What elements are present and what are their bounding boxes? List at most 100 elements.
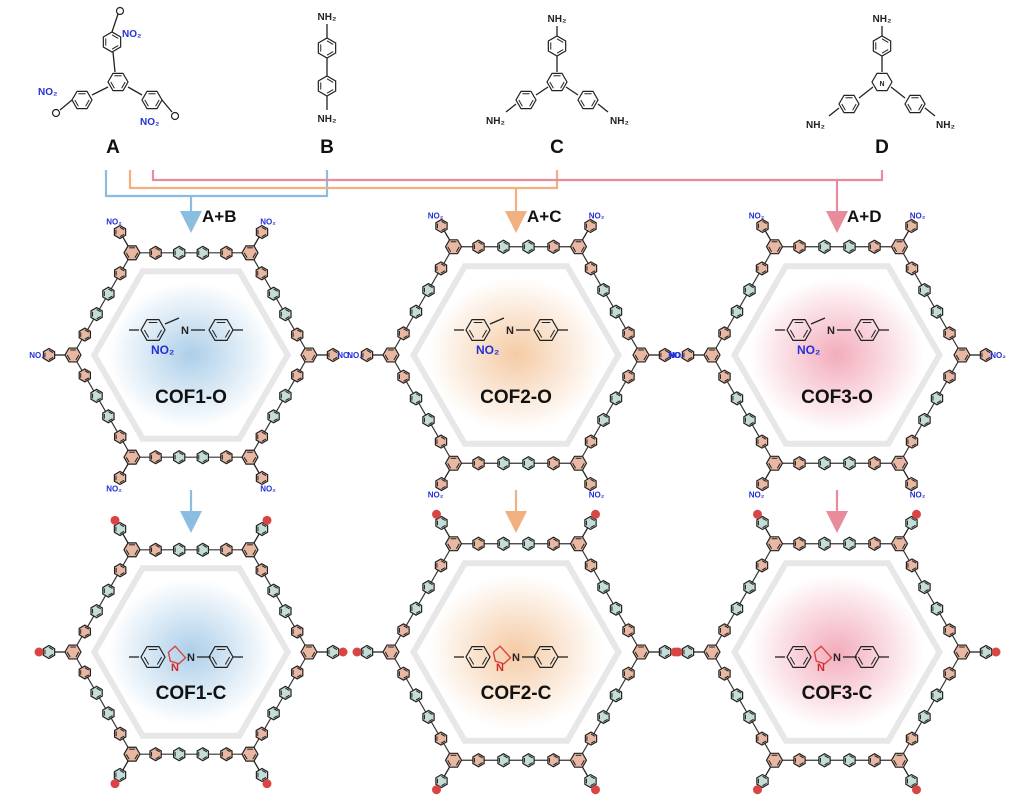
linker-ring xyxy=(597,412,610,428)
fragment-n-label: N xyxy=(817,662,825,674)
framework-no2-label: NO₂ xyxy=(749,490,765,499)
linker-ring xyxy=(172,245,186,261)
linker-ring xyxy=(434,558,448,573)
reaction-connectors xyxy=(104,170,884,233)
bond xyxy=(828,107,840,117)
fragment-no2-label: NO₂ xyxy=(476,343,499,357)
connector-a-d xyxy=(151,170,884,182)
indazole-ring xyxy=(432,509,441,519)
linker-ring xyxy=(718,666,731,681)
linker-ring xyxy=(609,391,623,406)
framework-no2-label: NO₂ xyxy=(589,212,605,221)
node-ring xyxy=(569,455,588,471)
node-ring xyxy=(241,746,259,762)
node-ring xyxy=(765,752,784,768)
indazole-ring xyxy=(673,647,683,657)
node-arm-ring xyxy=(326,347,340,363)
repeat-unit-fragment: NN xyxy=(454,645,568,674)
node-arm-ring xyxy=(42,644,56,660)
linker-ring xyxy=(609,688,623,703)
linker-ring xyxy=(397,666,410,681)
linker-ring xyxy=(868,456,881,471)
fragment-ring xyxy=(854,646,880,668)
indazole-ring xyxy=(110,515,120,525)
linker-ring xyxy=(279,685,292,701)
linker-ring xyxy=(755,261,769,276)
fragment-ring xyxy=(208,646,234,668)
cof3-c-framework: NN xyxy=(673,509,1001,795)
indazole-ring xyxy=(591,509,600,519)
stacked-layer xyxy=(731,560,943,744)
cof2-c-framework: NN xyxy=(352,509,680,795)
bond xyxy=(505,103,517,113)
node-ring xyxy=(890,239,909,255)
linker-ring xyxy=(522,753,535,768)
bond xyxy=(91,86,109,96)
fragment-no2-label: NO₂ xyxy=(797,343,820,357)
indazole-ring xyxy=(912,785,921,795)
linker-ring xyxy=(409,688,423,703)
framework-no2-label: NO₂ xyxy=(749,212,765,221)
linker-ring xyxy=(434,434,448,449)
node-ring xyxy=(241,542,259,558)
fragment-ring xyxy=(465,319,491,341)
bond xyxy=(890,86,906,99)
linker-ring xyxy=(918,579,931,595)
bond xyxy=(535,86,549,96)
linker-ring xyxy=(609,601,623,616)
linker-ring xyxy=(102,409,115,424)
node-arm-bond xyxy=(764,469,772,480)
linker-ring xyxy=(905,434,919,449)
node-arm-ring xyxy=(658,347,672,363)
linker-ring xyxy=(220,449,233,465)
linker-ring xyxy=(149,746,162,762)
node-arm-bond xyxy=(443,469,451,480)
monomer-d-label: D xyxy=(875,137,889,158)
framework-no2-label: NO₂ xyxy=(337,351,353,360)
framework-no2-label: NO₂ xyxy=(910,490,926,499)
node-arm-bond xyxy=(443,230,451,241)
node-ring xyxy=(703,644,721,660)
linker-ring xyxy=(172,449,186,465)
node-ring xyxy=(569,752,588,768)
bond xyxy=(597,103,609,113)
fragment-ring xyxy=(140,319,166,341)
pore-glow xyxy=(749,277,925,433)
node-arm-bond xyxy=(253,760,260,771)
linker-ring xyxy=(279,603,292,619)
fragment-no2-label: NO₂ xyxy=(151,343,174,357)
node-ring xyxy=(632,347,650,363)
linker-ring xyxy=(409,304,423,319)
fragment-ring xyxy=(140,646,166,668)
linker-ring xyxy=(279,388,292,404)
cof1-c-framework: NN xyxy=(34,515,348,789)
node-arm-bond xyxy=(122,236,129,247)
node-ring xyxy=(64,347,82,363)
repeat-unit-fragment: NN xyxy=(129,645,243,674)
node-ring xyxy=(890,455,909,471)
linker-ring xyxy=(113,726,127,741)
node-arm-bond xyxy=(902,230,910,241)
linker-ring xyxy=(943,326,956,341)
linker-ring xyxy=(730,304,744,319)
linker-ring xyxy=(497,239,510,254)
linker-ring xyxy=(78,368,92,383)
monomer-d-ring xyxy=(838,94,860,114)
linker-ring xyxy=(622,623,635,638)
linker-ring xyxy=(290,624,304,639)
linker-ring xyxy=(743,709,756,725)
bond xyxy=(164,317,180,325)
monomer-c-nh2-label: NH₂ xyxy=(486,116,505,127)
monomer-c-label: C xyxy=(550,137,564,158)
monomer-a-top-ring xyxy=(102,31,122,53)
node-ring xyxy=(703,347,721,363)
node-arm-ring xyxy=(435,218,448,234)
node-arm-ring xyxy=(113,224,127,240)
node-arm-ring xyxy=(113,767,127,783)
monomer-a-right-ring xyxy=(141,90,163,110)
node-arm-bond xyxy=(902,469,910,480)
pore-glow xyxy=(749,574,925,730)
